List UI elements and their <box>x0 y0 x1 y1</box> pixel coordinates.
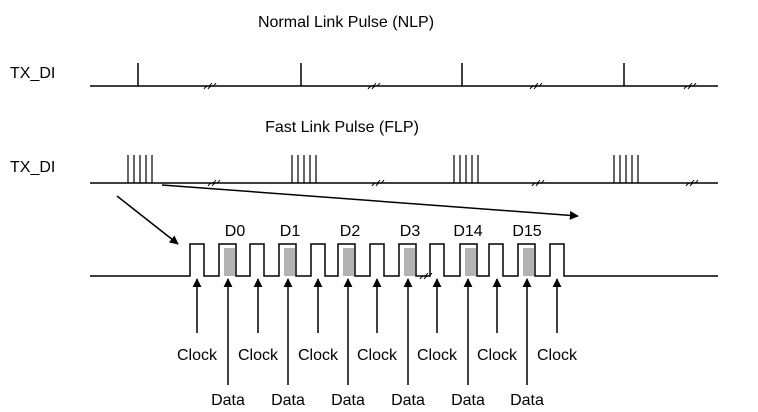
time-break-mark <box>533 82 543 90</box>
clock-arrows <box>192 278 562 333</box>
clock-label: Clock <box>238 347 279 364</box>
time-break-mark <box>685 179 695 187</box>
data-bit-label: D15 <box>512 223 541 240</box>
data-bit-label: D1 <box>280 223 301 240</box>
data-label: Data <box>271 392 305 409</box>
clock-label: Clock <box>298 347 339 364</box>
data-label: Data <box>510 392 544 409</box>
data-slot <box>284 248 295 276</box>
data-label: Data <box>451 392 485 409</box>
data-slot <box>465 248 476 276</box>
time-break-mark <box>207 82 217 90</box>
time-break-mark <box>687 82 697 90</box>
data-bit-label: D3 <box>400 223 421 240</box>
nlp-signal-label: TX_DI <box>10 65 55 82</box>
time-break-mark <box>371 179 381 187</box>
data-slot <box>343 248 354 276</box>
flp-waveform <box>90 155 718 187</box>
time-break-mark <box>207 179 217 187</box>
data-bit-label: D14 <box>453 223 482 240</box>
time-break-mark <box>689 179 699 187</box>
data-bit-labels: D0 D1 D2 D3 D14 D15 <box>225 223 542 240</box>
data-slot <box>224 248 235 276</box>
data-label: Data <box>211 392 245 409</box>
data-arrows <box>223 278 532 385</box>
flp-title: Fast Link Pulse (FLP) <box>265 119 419 136</box>
data-bit-label: D0 <box>225 223 246 240</box>
nlp-title: Normal Link Pulse (NLP) <box>258 14 434 31</box>
clock-labels: Clock Clock Clock Clock Clock Clock Clock <box>177 347 578 364</box>
detail-waveform <box>90 243 718 277</box>
data-slot <box>523 248 534 276</box>
time-break-mark <box>371 82 381 90</box>
time-break-mark <box>423 272 433 280</box>
clock-label: Clock <box>477 347 518 364</box>
clock-label: Clock <box>417 347 458 364</box>
data-label: Data <box>331 392 365 409</box>
zoom-arrow-left <box>116 195 179 245</box>
clock-label: Clock <box>177 347 218 364</box>
time-break-mark <box>203 82 213 90</box>
time-break-mark <box>683 82 693 90</box>
data-slot <box>404 248 415 276</box>
flp-signal-label: TX_DI <box>10 159 55 176</box>
time-break-mark <box>419 272 429 280</box>
time-break-mark <box>375 179 385 187</box>
time-break-mark <box>531 179 541 187</box>
zoom-arrow-right <box>161 184 579 220</box>
flp-detail-waveform <box>90 243 718 280</box>
data-labels: Data Data Data Data Data Data <box>211 392 544 409</box>
zoom-arrows <box>116 184 579 245</box>
data-label: Data <box>391 392 425 409</box>
time-break-mark <box>367 82 377 90</box>
data-bit-label: D2 <box>340 223 361 240</box>
time-break-mark <box>211 179 221 187</box>
clock-label: Clock <box>537 347 578 364</box>
nlp-waveform <box>90 63 718 90</box>
time-break-mark <box>529 82 539 90</box>
time-break-mark <box>535 179 545 187</box>
clock-label: Clock <box>357 347 398 364</box>
